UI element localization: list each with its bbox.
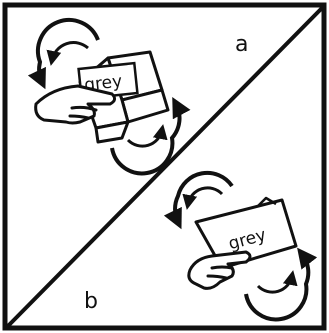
rotate-ccw-arrow-inner-b	[188, 188, 222, 204]
rotate-ccw-arrow-inner	[52, 43, 88, 60]
panel-b-label: b	[84, 291, 98, 313]
diagonal-divider	[8, 8, 322, 326]
panel-b-illustration: grey	[175, 173, 308, 320]
rotate-cw-arrow-inner	[128, 130, 162, 146]
rotate-cw-arrow-icon-b	[246, 254, 308, 319]
panel-a-label: a	[235, 34, 248, 56]
hand-icon-b	[189, 252, 250, 288]
panel-a-illustration: grey	[36, 20, 180, 173]
rotate-cw-arrow-inner-b	[258, 276, 292, 292]
